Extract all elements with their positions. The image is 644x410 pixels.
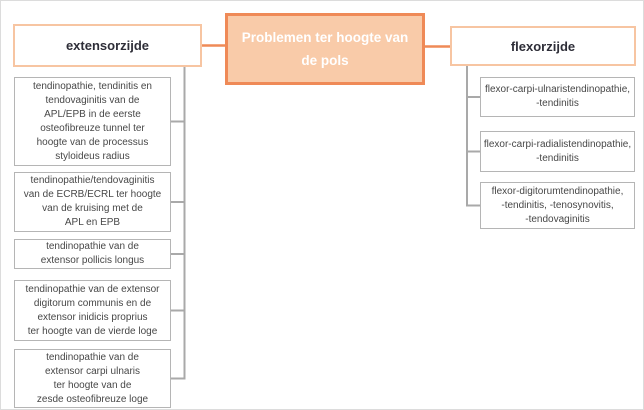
leaf-label: tendinopathie/tendovaginitis van de ECRB… [23, 175, 162, 228]
branch-node-flexorzijde: flexorzijde [450, 26, 636, 66]
leaf-label: flexor-carpi-radialistendinopathie, -ten… [483, 138, 632, 164]
extensor-leaf-4: tendinopathie van de extensor digitorum … [14, 280, 171, 341]
flexor-leaf-2: flexor-carpi-radialistendinopathie, -ten… [480, 131, 635, 172]
leaf-label: tendinopathie van de extensor carpi ulna… [36, 351, 149, 405]
extensor-leaf-3: tendinopathie van de extensor pollicis l… [14, 239, 171, 269]
root-node-label: Problemen ter hoogte van de pols [241, 30, 409, 68]
flexor-leaf-3: flexor-digitorumtendinopathie, -tendinit… [480, 182, 635, 229]
root-node: Problemen ter hoogte van de pols [225, 13, 425, 85]
extensor-leaf-5: tendinopathie van de extensor carpi ulna… [14, 349, 171, 408]
leaf-label: tendinopathie van de extensor digitorum … [25, 283, 160, 337]
leaf-label: tendinopathie van de extensor pollicis l… [40, 241, 145, 266]
leaf-label: tendinopathie, tendinitis en tendovagini… [33, 80, 152, 162]
branch-label: flexorzijde [510, 38, 576, 54]
flexor-leaf-1: flexor-carpi-ulnaristendinopathie, -tend… [480, 77, 635, 117]
leaf-label: flexor-digitorumtendinopathie, -tendinit… [491, 185, 624, 225]
branch-node-extensorzijde: extensorzijde [13, 24, 202, 67]
extensor-leaf-1: tendinopathie, tendinitis en tendovagini… [14, 77, 171, 166]
leaf-label: flexor-carpi-ulnaristendinopathie, -tend… [484, 84, 631, 109]
branch-label: extensorzijde [65, 38, 150, 53]
extensor-leaf-2: tendinopathie/tendovaginitis van de ECRB… [14, 172, 171, 232]
